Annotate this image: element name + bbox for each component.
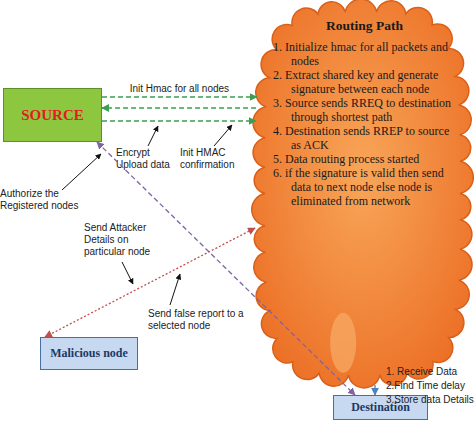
node-heading: Routing Path — [273, 19, 456, 33]
node-text: 5. Data routing process started — [273, 152, 456, 166]
leader-arrow — [148, 126, 158, 146]
routing-cloud: Routing Path 1. Initialize hmac for all p… — [255, 2, 470, 385]
node-text: 4. Destination sends RREP to source as A… — [273, 124, 456, 152]
flow-connector — [102, 96, 257, 97]
node-text: 6. if the signature is valid then send d… — [273, 166, 456, 208]
leader-arrow — [62, 154, 101, 190]
flow-connector — [102, 120, 256, 121]
annotation-label: 2.Find Time delay — [386, 380, 474, 392]
annotation-label: Authorize the Registered nodes — [0, 188, 88, 212]
node-text: 1. Initialize hmac for all packets and n… — [273, 40, 456, 68]
node-text: 2. Extract shared key and generate signa… — [273, 68, 456, 96]
leader-arrow — [214, 125, 232, 146]
cloud-tail — [330, 313, 356, 373]
annotation-label: 3.Store data Details — [386, 394, 474, 406]
annotation-label: Encrypt Upload data — [116, 147, 180, 171]
leader-arrow — [170, 274, 180, 305]
flow-connector — [374, 385, 375, 395]
annotation-label: Send false report to a selected node — [148, 308, 252, 332]
flow-connector — [45, 228, 255, 337]
leader-arrow — [122, 262, 133, 284]
flow-connector — [102, 107, 256, 108]
source-box: SOURCE — [3, 88, 102, 142]
annotation-label: Init HMAC confirmation — [180, 147, 258, 171]
annotation-label: Send Attacker Details on particular node — [84, 222, 170, 258]
annotation-label: 1. Receive Data — [386, 366, 474, 378]
node-text: 3. Source sends RREQ to destination thro… — [273, 96, 456, 124]
malicious-box: Malicious node — [40, 337, 138, 370]
node-text: Malicious node — [50, 346, 128, 361]
connector-label: Init Hmac for all nodes — [130, 83, 230, 95]
node-text: SOURCE — [21, 107, 84, 124]
cloud-shape — [252, 0, 474, 388]
